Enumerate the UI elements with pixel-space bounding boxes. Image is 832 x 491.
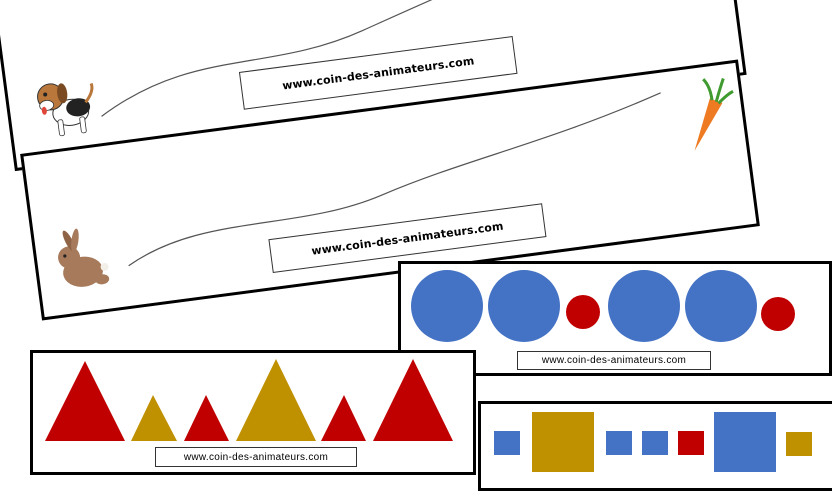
small-red-triangle xyxy=(184,395,229,441)
small-red-circle xyxy=(566,295,600,329)
small-blue-square xyxy=(642,431,668,455)
big-blue-circle xyxy=(685,270,757,342)
small-blue-square xyxy=(494,431,520,455)
rabbit-trace-line xyxy=(128,92,661,267)
small-red-triangle xyxy=(321,395,366,441)
small-gold-square xyxy=(786,432,812,456)
big-blue-circle xyxy=(411,270,483,342)
dog-path-drawing xyxy=(37,0,679,137)
big-blue-circle xyxy=(608,270,680,342)
square-sequence xyxy=(494,412,812,472)
rabbit-path-card: www.coin-des-animateurs.com xyxy=(20,59,760,321)
triangle-sequence xyxy=(45,359,453,441)
big-blue-circle xyxy=(488,270,560,342)
dog-trace-line xyxy=(101,0,679,117)
rabbit-path-drawing xyxy=(58,78,734,287)
square-pattern-card xyxy=(478,401,832,491)
circle-sequence xyxy=(411,270,795,342)
website-url-box: www.coin-des-animateurs.com xyxy=(155,447,357,467)
carrot-icon xyxy=(694,78,734,151)
triangle-pattern-card: www.coin-des-animateurs.com xyxy=(30,350,476,475)
small-gold-triangle xyxy=(131,395,177,441)
small-red-circle xyxy=(761,297,795,331)
big-gold-triangle xyxy=(236,359,316,441)
small-red-square xyxy=(678,431,704,455)
small-blue-square xyxy=(606,431,632,455)
website-url-box: www.coin-des-animateurs.com xyxy=(517,351,711,370)
big-gold-square xyxy=(532,412,594,472)
rabbit-icon xyxy=(58,228,110,287)
big-red-triangle xyxy=(45,361,125,441)
big-red-triangle xyxy=(373,359,453,441)
big-blue-square xyxy=(714,412,776,472)
dog-path-card: www.coin-des-animateurs.com xyxy=(0,0,747,172)
dog-icon xyxy=(37,82,94,137)
